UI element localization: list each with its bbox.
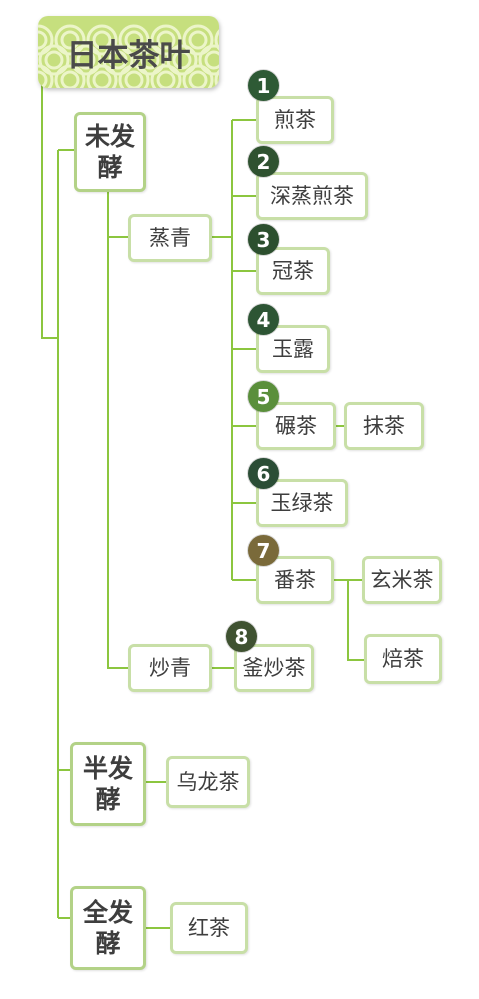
node-oolong-label: 乌龙茶: [176, 769, 240, 794]
node-sencha-label: 煎茶: [274, 107, 316, 132]
node-semi-fermented-label: 半发酵: [82, 753, 133, 814]
node-tamaryokucha-label: 玉绿茶: [270, 490, 334, 515]
badge-1-icon: 1: [248, 70, 279, 101]
node-tamaryokucha: 玉绿茶: [256, 479, 348, 527]
diagram-title: 日本茶叶: [66, 38, 191, 74]
node-fukamushi-sencha-label: 深蒸煎茶: [270, 183, 354, 208]
node-kamairicha: 釜炒茶: [234, 644, 314, 692]
badge-6-icon: 6: [248, 458, 279, 489]
node-oolong: 乌龙茶: [166, 756, 250, 808]
node-sencha: 煎茶: [256, 96, 334, 144]
badge-2-icon: 2: [248, 146, 279, 177]
root-title-box: 日本茶叶: [38, 16, 219, 88]
badge-4-icon: 4: [248, 304, 279, 335]
node-steamed: 蒸青: [128, 214, 212, 262]
unfermented-spine: [107, 192, 128, 669]
node-gyokuro-label: 玉露: [272, 336, 314, 361]
node-steamed-label: 蒸青: [149, 225, 191, 250]
node-pan-fired: 炒青: [128, 644, 212, 692]
node-pan-fired-label: 炒青: [149, 655, 191, 680]
node-kabusecha: 冠茶: [256, 247, 330, 295]
node-kamairicha-label: 釜炒茶: [242, 655, 306, 680]
seigaiha-pattern: [38, 16, 219, 88]
badge-8-icon: 8: [226, 621, 257, 652]
node-kabusecha-label: 冠茶: [272, 258, 314, 283]
wave-arcs: [38, 24, 219, 88]
node-fully-fermented-label: 全发酵: [82, 897, 133, 958]
node-hojicha-label: 焙茶: [382, 646, 424, 671]
node-matcha-label: 抹茶: [363, 413, 405, 438]
node-black-tea: 红茶: [170, 902, 248, 954]
node-semi-fermented: 半发酵: [70, 742, 146, 826]
badge-3-icon: 3: [248, 224, 279, 255]
node-bancha-label: 番茶: [274, 567, 316, 592]
node-matcha: 抹茶: [344, 402, 424, 450]
badge-7-icon: 7: [248, 535, 279, 566]
node-hojicha: 焙茶: [364, 634, 442, 684]
root-line: [41, 70, 58, 339]
node-bancha: 番茶: [256, 556, 334, 604]
node-black-tea-label: 红茶: [188, 915, 230, 940]
node-unfermented: 未发酵: [74, 112, 146, 192]
node-genmaicha: 玄米茶: [362, 556, 442, 604]
badge-5-icon: 5: [248, 381, 279, 412]
node-fully-fermented: 全发酵: [70, 886, 146, 970]
node-tencha-label: 碾茶: [275, 413, 317, 438]
node-fukamushi-sencha: 深蒸煎茶: [256, 172, 368, 220]
node-genmaicha-label: 玄米茶: [370, 567, 434, 592]
node-unfermented-label: 未发酵: [84, 121, 135, 182]
